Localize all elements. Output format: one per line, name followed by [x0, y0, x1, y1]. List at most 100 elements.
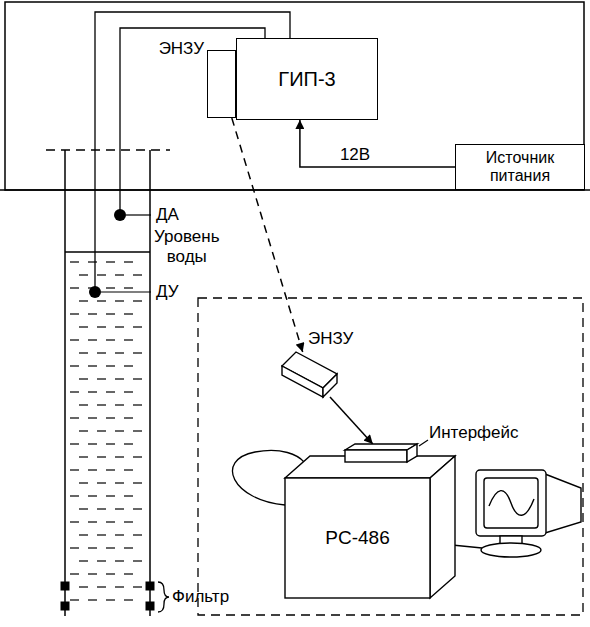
water-dashes: [115, 378, 124, 379]
water-dashes: [133, 456, 142, 457]
water-dashes: [124, 391, 133, 392]
water-dashes: [133, 352, 142, 353]
water-dashes: [124, 495, 133, 496]
water-dashes: [88, 391, 97, 392]
water-dashes: [97, 274, 106, 275]
water-dashes: [70, 339, 79, 340]
sensor-name: ДУ: [156, 282, 179, 302]
insert-arrow: [330, 397, 373, 444]
leader-line: [101, 215, 428, 446]
storage-key: ЭНЗУ: [282, 352, 337, 397]
water-dashes: [97, 560, 106, 561]
water-dashes: [88, 443, 97, 444]
water-dashes: [124, 547, 133, 548]
monitor: [481, 543, 541, 557]
water-dashes: [124, 261, 133, 262]
sensor-dot: [89, 286, 101, 298]
water-dashes: [106, 573, 115, 574]
water-dashes: [97, 378, 106, 379]
water-dashes: [97, 534, 106, 535]
water-dashes: [124, 599, 133, 600]
water-dashes: [106, 547, 115, 548]
water-dashes: [70, 417, 79, 418]
sensor-dot: [114, 209, 126, 221]
water-dashes: [88, 365, 97, 366]
node-label: PC-486: [325, 527, 389, 549]
water-dashes: [70, 547, 79, 548]
water-dashes: [133, 300, 142, 301]
interface-box: Интерфейс: [345, 444, 417, 462]
water-dashes: [79, 456, 88, 457]
sensor-name: ДА: [156, 205, 179, 225]
water-level: [65, 251, 150, 253]
water-dashes: [79, 274, 88, 275]
water-dashes: [79, 300, 88, 301]
water-dashes: [97, 586, 106, 587]
water-dashes: [88, 417, 97, 418]
water-dashes: [106, 599, 115, 600]
transfer-arrow: [232, 118, 303, 352]
water-dashes: [79, 586, 88, 587]
leader-line: [126, 214, 151, 215]
well-pipe: [46, 149, 170, 151]
water-dashes: [133, 508, 142, 509]
water-dashes: [88, 521, 97, 522]
water-dashes: [106, 339, 115, 340]
part-name: Фильтр: [172, 587, 229, 607]
water-dashes: [115, 534, 124, 535]
water-level-note: Уровень воды: [154, 227, 220, 266]
sensor-dot: [89, 209, 126, 298]
water-dashes: [106, 417, 115, 418]
water-dashes: [79, 430, 88, 431]
water-dashes: [115, 508, 124, 509]
leader-line: [101, 291, 151, 292]
water-dashes: [97, 326, 106, 327]
power-box: Источник питания: [455, 144, 585, 190]
water-dashes: [115, 300, 124, 301]
water-dashes: [97, 352, 106, 353]
water-dashes: [133, 326, 142, 327]
water-dashes: [70, 261, 79, 262]
water-dashes: [88, 599, 97, 600]
recorder-box: ГИП-3: [236, 38, 378, 120]
water-dashes: [70, 521, 79, 522]
storage-box: ЭНЗУ: [207, 50, 236, 118]
pc-shape: [285, 478, 430, 598]
water-dashes: [124, 339, 133, 340]
water-dashes: [88, 547, 97, 548]
water-dashes: [115, 560, 124, 561]
water-dashes: [70, 443, 79, 444]
node-label: ГИП-3: [278, 68, 335, 91]
node-label: Источник питания: [456, 149, 584, 184]
water-dashes: [133, 482, 142, 483]
monitor: [476, 470, 546, 536]
slab-shape: [345, 450, 407, 462]
pc-shape: [285, 456, 455, 598]
key-shape: [282, 366, 323, 397]
cable: [452, 545, 482, 548]
water-dashes: [133, 378, 142, 379]
water-dashes: [124, 417, 133, 418]
water-dashes: [97, 404, 106, 405]
water-dashes: [115, 482, 124, 483]
water-dashes: [124, 365, 133, 366]
water-dashes: [115, 586, 124, 587]
water-dashes: [106, 261, 115, 262]
water-dashes: [133, 586, 142, 587]
water-dashes: [106, 391, 115, 392]
water-dashes: [115, 456, 124, 457]
water-dashes: [70, 391, 79, 392]
pc-shape: [285, 456, 455, 478]
key-shape: [323, 374, 337, 397]
water-dashes: [106, 495, 115, 496]
well-pipe: [149, 150, 151, 616]
water-dashes: [124, 313, 133, 314]
water-dashes: [88, 573, 97, 574]
water-dashes: [79, 326, 88, 327]
key-shape: [282, 352, 337, 397]
water-dashes: [106, 365, 115, 366]
filter: [158, 582, 169, 612]
water-dashes: [115, 352, 124, 353]
filter: [146, 602, 154, 610]
water-dashes: [97, 430, 106, 431]
